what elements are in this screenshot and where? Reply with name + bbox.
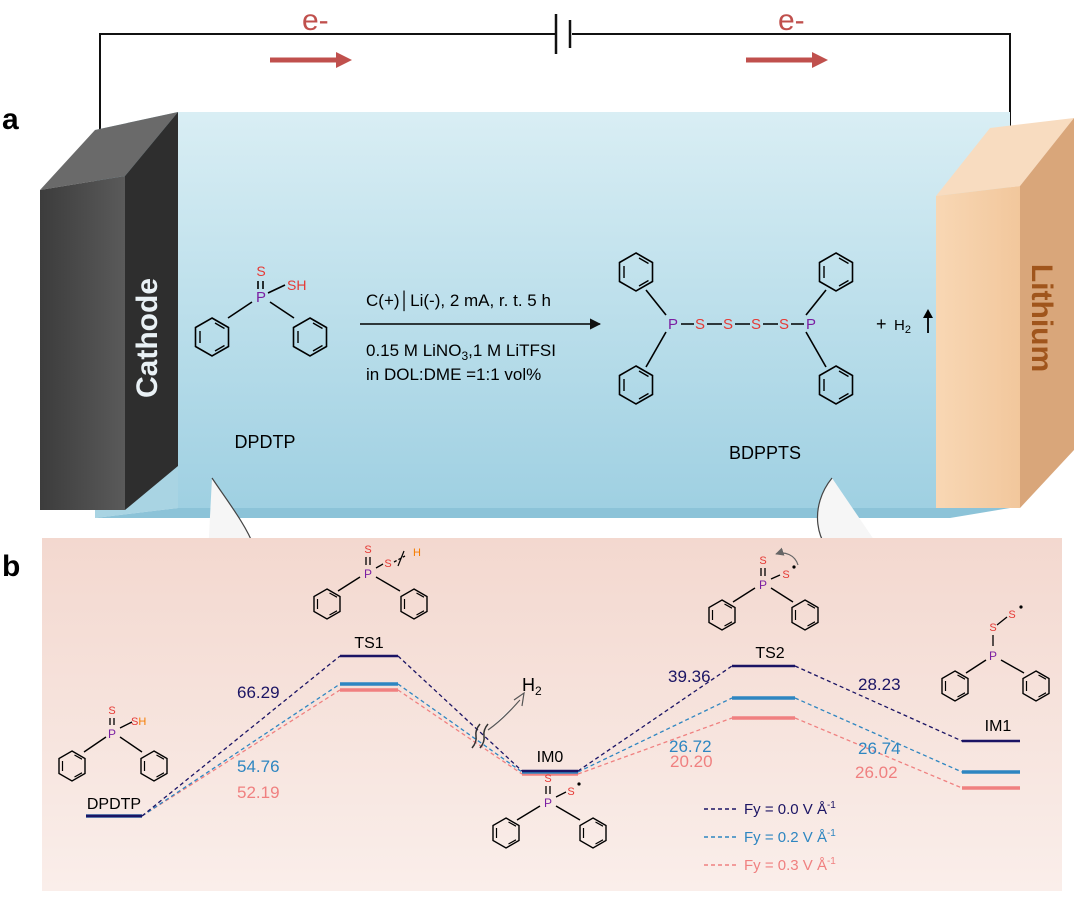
atom-s: S	[256, 263, 265, 279]
gas-evolution-arrow-icon	[923, 309, 933, 333]
energy-label-up1-series-1: 54.76	[237, 757, 280, 776]
atom-p: P	[256, 289, 266, 306]
atom-p: P	[544, 796, 552, 810]
energy-diagram: 66.29 39.36 28.23 54.76 26.72 26.74 52.19 20.20…	[86, 654, 1020, 818]
legend-entry-1: Fy = 0.2 V Å-1	[744, 828, 836, 846]
dpdtp-molecule-b: P S SH	[58, 705, 168, 782]
reaction-conditions: C(+)│Li(-), 2 mA, r. t. 5 h 0.15 M LiNO3…	[360, 290, 602, 384]
cathode-label: Cathode	[131, 278, 164, 398]
energy-label-up1-series-0: 66.29	[237, 683, 280, 702]
condition-line-3: in DOL:DME =1:1 vol%	[366, 365, 541, 384]
cathode-electrode	[40, 112, 178, 510]
connector-series-0	[577, 665, 733, 772]
atom-h: H	[413, 547, 421, 559]
hydrogen-gas: H2	[894, 317, 911, 336]
electron-arrow-right-icon	[746, 52, 828, 68]
atom-p: P	[108, 727, 116, 741]
atom-s: S	[384, 558, 391, 570]
atom-p: P	[989, 649, 997, 663]
rotation-arrow-icon	[775, 547, 799, 566]
energy-label-down2-series-1: 26.74	[858, 739, 901, 758]
lithium-label: Lithium	[1025, 264, 1058, 372]
im0-molecule: P S S	[492, 773, 607, 849]
product-s4: S	[779, 316, 789, 333]
atom-s: S	[1008, 609, 1015, 621]
ts2-molecule: P S S	[708, 547, 819, 631]
product-molecule: P S S S S P	[618, 252, 854, 405]
atom-p: P	[759, 578, 767, 592]
state-label-ts2: TS2	[755, 645, 784, 662]
connector-series-1	[141, 683, 341, 817]
state-label-im0: IM0	[537, 749, 564, 766]
condition-line-2: 0.15 M LiNO3,1 M LiTFSI	[366, 341, 556, 363]
state-label-ts1: TS1	[354, 635, 383, 652]
product-name: BDPPTS	[729, 443, 801, 463]
connector-series-1	[577, 697, 733, 773]
legend-entry-2: Fy = 0.3 V Å-1	[744, 856, 836, 874]
atom-s: S	[108, 705, 115, 717]
connector-series-2	[794, 717, 963, 789]
legend: Fy = 0.0 V Å-1 Fy = 0.2 V Å-1 Fy = 0.3 V Å…	[704, 800, 836, 874]
ts1-molecule: P S S H	[313, 544, 428, 620]
connector-series-1	[794, 697, 963, 773]
connector-series-0	[397, 655, 523, 772]
legend-entry-0: Fy = 0.0 V Å-1	[744, 800, 836, 818]
radical-dot	[577, 782, 581, 786]
state-label-im1: IM1	[985, 718, 1012, 735]
atom-s: S	[364, 544, 371, 556]
connector-series-0	[794, 665, 963, 742]
h2-release-arrow-icon	[487, 691, 525, 731]
connector-series-0	[141, 655, 341, 817]
product-p-left: P	[668, 316, 678, 333]
lithium-electrode	[936, 118, 1074, 508]
connector-series-2	[397, 689, 523, 775]
product-s3: S	[751, 316, 761, 333]
radical-dot	[1019, 605, 1023, 609]
connector-series-1	[397, 683, 523, 773]
state-label-dpdtp: DPDTP	[87, 796, 141, 813]
atom-s: S	[544, 773, 551, 785]
product-p-right: P	[806, 316, 816, 333]
panel-b-letter: b	[2, 550, 20, 583]
energy-label-up2-series-2: 20.20	[670, 752, 713, 771]
reactant-name: DPDTP	[234, 432, 295, 452]
im1-molecule: P S S	[941, 605, 1050, 702]
radical-dot	[792, 565, 796, 569]
atom-s: S	[759, 555, 766, 567]
h2-release-label: H2	[522, 675, 542, 698]
plus-sign: +	[876, 314, 887, 334]
connector-series-2	[577, 717, 733, 775]
panel-b-background	[42, 538, 1062, 891]
axis-break-icon	[471, 723, 489, 749]
condition-top: C(+)│Li(-), 2 mA, r. t. 5 h	[366, 290, 551, 312]
energy-label-up2-series-0: 39.36	[668, 667, 711, 686]
product-s1: S	[695, 316, 705, 333]
energy-label-up1-series-2: 52.19	[237, 783, 280, 802]
electron-label-right: e-	[778, 4, 805, 37]
energy-label-down2-series-2: 26.02	[855, 763, 898, 782]
atom-s: S	[567, 786, 574, 798]
atom-s: S	[782, 569, 789, 581]
product-s2: S	[723, 316, 733, 333]
panel-a-letter: a	[2, 103, 19, 136]
battery-icon	[554, 14, 572, 54]
energy-label-down2-series-0: 28.23	[858, 675, 901, 694]
electron-label-left: e-	[302, 4, 329, 37]
atom-s: S	[989, 622, 996, 634]
atom-sh: SH	[287, 277, 306, 293]
reactant-molecule: P S SH	[194, 263, 328, 357]
energy-label-up2-series-1: 26.72	[669, 737, 712, 756]
atom-p: P	[364, 567, 372, 581]
circuit-wire	[99, 33, 1011, 160]
electron-arrow-left-icon	[270, 52, 352, 68]
atom-sh: SH	[131, 716, 146, 728]
